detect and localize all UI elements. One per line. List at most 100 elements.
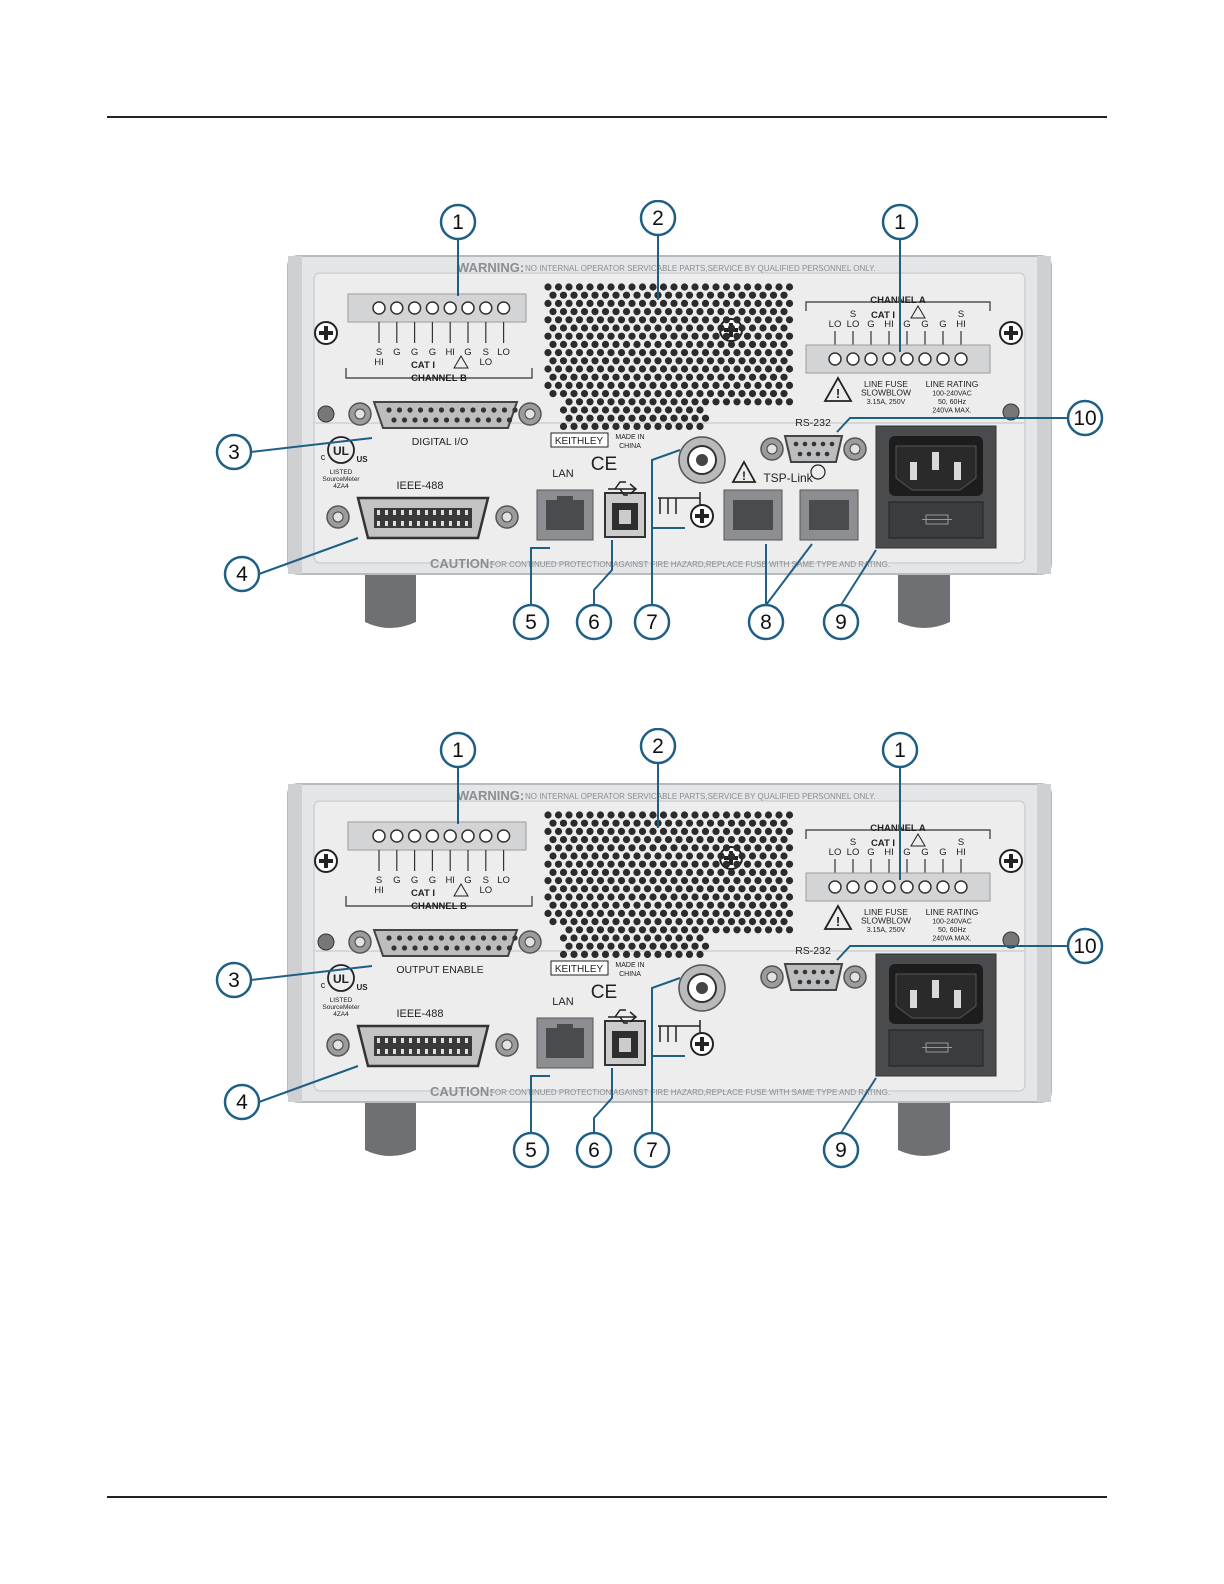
vent-hole bbox=[596, 860, 605, 868]
screw-slot bbox=[700, 1037, 704, 1051]
vent-hole bbox=[622, 373, 631, 381]
callout-5: 5 bbox=[512, 1131, 550, 1169]
vent-hole bbox=[649, 414, 657, 422]
vent-hole bbox=[785, 827, 794, 835]
line-rating-label: LINE RATING bbox=[926, 379, 979, 389]
vent-hole bbox=[617, 365, 626, 373]
vent-hole bbox=[675, 406, 683, 414]
gpib-pin bbox=[417, 1049, 420, 1054]
gpib-pin bbox=[393, 521, 396, 526]
vent-hole bbox=[664, 324, 673, 332]
vent-hole bbox=[743, 827, 752, 835]
vent-hole bbox=[596, 877, 605, 885]
vent-hole bbox=[743, 316, 752, 324]
vent-hole bbox=[696, 324, 704, 332]
gpib-pin bbox=[417, 510, 420, 515]
vent-hole bbox=[638, 283, 647, 291]
vent-hole bbox=[628, 893, 636, 901]
vent-hole bbox=[748, 901, 757, 909]
vent-hole bbox=[591, 324, 599, 332]
vent-hole bbox=[717, 901, 725, 909]
terminal-hole bbox=[936, 880, 950, 894]
callout-4: 4 bbox=[223, 1083, 261, 1121]
ul-model: SourceMeter bbox=[322, 476, 360, 483]
vent-hole bbox=[628, 926, 636, 934]
vent-hole bbox=[559, 340, 568, 348]
vent-hole bbox=[722, 316, 731, 324]
terminal-hole bbox=[407, 829, 422, 843]
vent-hole bbox=[743, 299, 752, 307]
vent-hole bbox=[769, 324, 778, 332]
panel-screw bbox=[317, 933, 335, 951]
callout-3: 3 bbox=[215, 961, 253, 999]
ground-terminal-screw bbox=[690, 504, 714, 528]
vent-hole bbox=[591, 950, 599, 958]
db25-pin bbox=[449, 407, 455, 413]
vent-hole bbox=[617, 893, 626, 901]
jackscrew-left bbox=[348, 930, 372, 954]
callout-10: 10 bbox=[1066, 399, 1104, 437]
vent-hole bbox=[559, 836, 568, 844]
db25-pin bbox=[506, 417, 513, 423]
iec-pin bbox=[910, 462, 917, 480]
pin-sublabel: S bbox=[850, 837, 856, 848]
vent-hole bbox=[622, 340, 631, 348]
vent-hole bbox=[717, 357, 725, 365]
vent-hole bbox=[570, 422, 578, 430]
vent-hole bbox=[580, 836, 589, 844]
vent-hole bbox=[638, 844, 647, 852]
vent-hole bbox=[643, 819, 652, 827]
vent-hole bbox=[675, 390, 683, 398]
vent-hole bbox=[691, 283, 699, 291]
vent-hole bbox=[754, 909, 762, 917]
vent-hole bbox=[748, 373, 757, 381]
vent-hole bbox=[701, 414, 710, 422]
vent-hole bbox=[570, 340, 578, 348]
warning-triangle-icon bbox=[453, 355, 469, 369]
db9-pin bbox=[797, 979, 803, 985]
gpib-pin bbox=[433, 1049, 436, 1054]
pin-sublabel: LO bbox=[479, 885, 492, 896]
vent-hole bbox=[780, 868, 788, 876]
fuse-label: LINE FUSE bbox=[864, 907, 908, 917]
db25-pin bbox=[475, 417, 481, 423]
gpib-insert bbox=[374, 508, 472, 528]
vent-hole bbox=[654, 324, 662, 332]
vent-hole bbox=[680, 893, 689, 901]
vent-hole bbox=[654, 836, 662, 844]
vent-hole bbox=[759, 868, 767, 876]
jackscrew-left bbox=[326, 505, 350, 529]
gpib-pin bbox=[457, 521, 460, 526]
vent-hole bbox=[601, 291, 610, 299]
jackscrew-right bbox=[495, 505, 519, 529]
vent-hole bbox=[607, 381, 615, 389]
vent-hole bbox=[601, 324, 610, 332]
vent-hole bbox=[575, 909, 584, 917]
db25-pin bbox=[480, 935, 487, 941]
vent-hole bbox=[785, 283, 794, 291]
vent-hole bbox=[670, 365, 678, 373]
vent-hole bbox=[633, 836, 641, 844]
leader-5 bbox=[530, 1075, 550, 1133]
rj45-socket bbox=[546, 500, 584, 530]
ul-c: c bbox=[321, 452, 326, 462]
db25-pin bbox=[459, 935, 466, 941]
vent-hole bbox=[549, 340, 557, 348]
usb-port bbox=[604, 1020, 646, 1066]
vent-hole bbox=[664, 340, 673, 348]
vent-hole bbox=[638, 811, 647, 819]
vent-hole bbox=[748, 852, 757, 860]
vent-hole bbox=[727, 357, 736, 365]
terminal-hole bbox=[864, 352, 878, 366]
ground-screw-right bbox=[999, 849, 1023, 873]
vent-hole bbox=[622, 918, 631, 926]
vent-hole bbox=[554, 860, 563, 868]
gpib-pin bbox=[457, 510, 460, 515]
usb-b-housing bbox=[604, 1020, 646, 1066]
vent-hole bbox=[696, 885, 704, 893]
vent-hole bbox=[685, 901, 694, 909]
ground-screw-left bbox=[314, 321, 338, 345]
vent-hole bbox=[769, 390, 778, 398]
vent-hole bbox=[607, 414, 615, 422]
vent-hole bbox=[659, 926, 668, 934]
